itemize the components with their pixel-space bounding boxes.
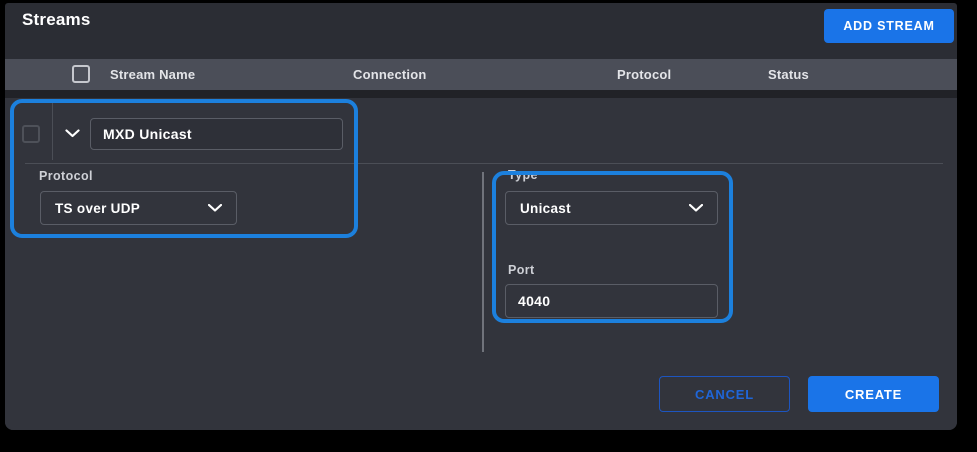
cancel-button[interactable]: CANCEL — [659, 376, 790, 412]
protocol-select[interactable]: TS over UDP — [40, 191, 237, 225]
add-stream-button[interactable]: ADD STREAM — [824, 9, 954, 43]
streams-panel: Streams ADD STREAM Stream Name Connectio… — [5, 3, 957, 430]
column-header-connection: Connection — [353, 67, 427, 82]
type-selected-value: Unicast — [520, 200, 571, 216]
stream-name-input[interactable] — [90, 118, 343, 150]
chevron-down-icon — [689, 204, 703, 212]
table-header-row: Stream Name Connection Protocol Status — [5, 59, 957, 90]
header-separator — [5, 90, 957, 98]
select-all-checkbox[interactable] — [72, 65, 90, 83]
chevron-down-icon — [64, 128, 80, 138]
protocol-selected-value: TS over UDP — [55, 200, 141, 216]
port-input[interactable] — [505, 284, 718, 318]
column-header-stream-name: Stream Name — [110, 67, 196, 82]
type-select[interactable]: Unicast — [505, 191, 718, 225]
collapse-row-button[interactable] — [63, 124, 81, 142]
stream-editor-row: Protocol TS over UDP Type Unicast — [5, 98, 957, 430]
row-checkbox[interactable] — [22, 125, 40, 143]
page-title: Streams — [22, 10, 91, 29]
type-label: Type — [508, 168, 538, 182]
chevron-down-icon — [208, 204, 222, 212]
port-label: Port — [508, 263, 535, 277]
form-column-divider — [482, 172, 484, 352]
column-header-protocol: Protocol — [617, 67, 672, 82]
row-divider-vertical — [52, 103, 53, 160]
row-divider-horizontal — [25, 163, 943, 164]
create-button[interactable]: CREATE — [808, 376, 939, 412]
column-header-status: Status — [768, 67, 809, 82]
protocol-label: Protocol — [39, 169, 93, 183]
